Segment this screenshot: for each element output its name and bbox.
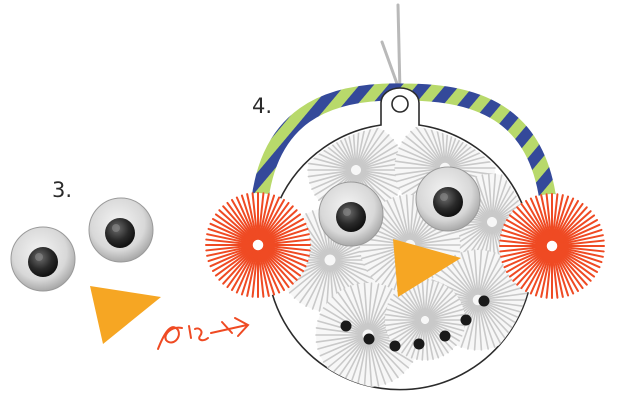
step3-googly-eye-left <box>10 226 76 292</box>
step3-googly-eye-right <box>88 197 154 263</box>
step3-orange-nose <box>90 286 161 344</box>
hand-drawn-loop-arrow-icon <box>157 317 250 350</box>
step-3-label: 3. <box>52 178 73 202</box>
red-pompom-earmuff-right <box>499 193 605 299</box>
hanger-hole <box>391 95 409 113</box>
step-4-label: 4. <box>252 94 273 118</box>
coal-mouth <box>340 295 490 352</box>
hanging-string-icon <box>380 3 402 94</box>
red-pompom-earmuff-left <box>205 192 311 298</box>
face-orange-nose <box>393 239 461 297</box>
face-googly-eye-left <box>318 181 384 247</box>
red-pompom-earmuffs <box>205 192 605 299</box>
face-googly-eye-right <box>415 166 481 232</box>
